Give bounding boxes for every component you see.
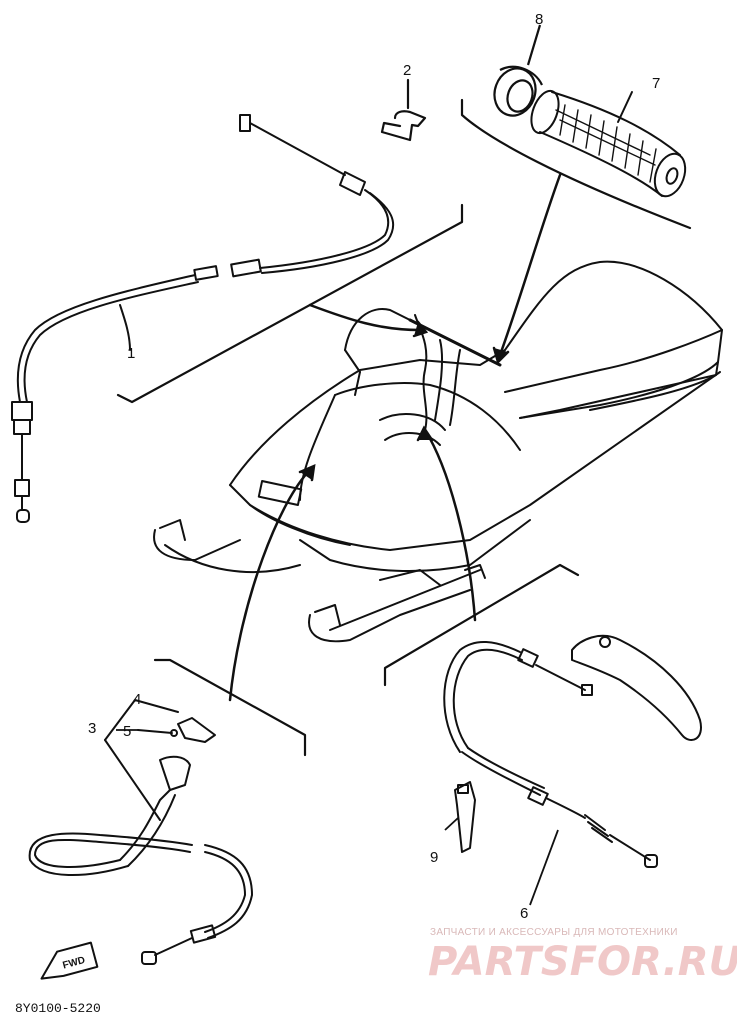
snowmobile-illustration: [153, 260, 723, 643]
leader-arrows: [228, 173, 562, 702]
callout-7: 7: [652, 75, 660, 92]
part-6-brake-cable: [443, 640, 658, 868]
part-8-grip-ring: [493, 24, 543, 117]
callout-leaders: [116, 729, 559, 906]
part-5-screw: [137, 729, 178, 737]
part-3-switch-cable: [28, 699, 253, 965]
callout-2: 2: [403, 62, 411, 79]
group-brackets: [116, 98, 692, 757]
callout-3: 3: [88, 720, 96, 737]
callout-6: 6: [520, 905, 528, 922]
part-9-tag: [454, 781, 476, 853]
callout-8: 8: [535, 11, 543, 28]
callout-5: 5: [123, 723, 131, 740]
brake-lever: [571, 634, 702, 741]
watermark-tagline: ЗАПЧАСТИ И АКСЕССУАРЫ ДЛЯ МОТОТЕХНИКИ: [430, 927, 678, 938]
watermark-brand: PARTSFOR.RU: [428, 939, 737, 985]
callout-4: 4: [133, 691, 141, 708]
callout-1: 1: [127, 345, 135, 362]
part-1-throttle-cable: [11, 114, 395, 523]
part-7-handlebar-grip: [530, 89, 687, 198]
forward-direction-tag: FWD: [40, 941, 99, 980]
diagram-code: 8Y0100-5220: [15, 1001, 101, 1016]
part-4-switch-knob: [177, 717, 216, 743]
part-2-clip: [380, 78, 427, 142]
callout-9: 9: [430, 849, 438, 866]
